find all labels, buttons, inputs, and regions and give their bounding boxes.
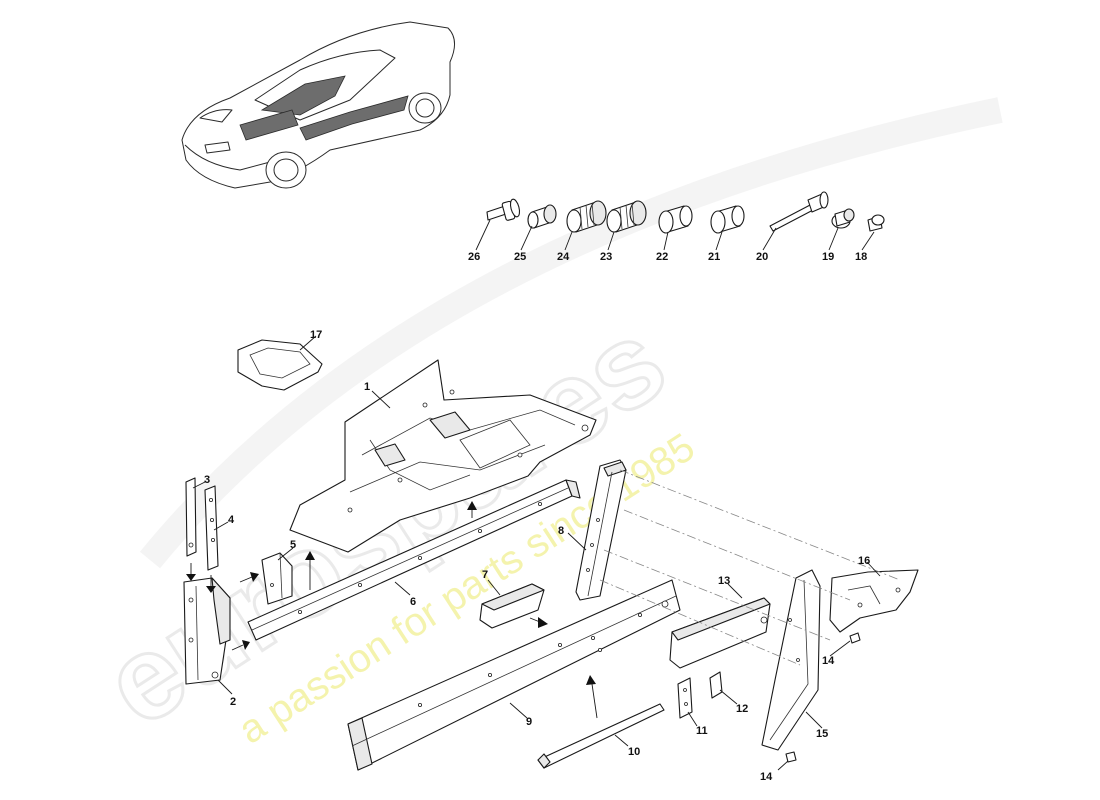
arrow-right-2 [231, 640, 250, 651]
alignment-lines [599, 469, 901, 666]
part-18-cap[interactable] [867, 214, 885, 232]
arrow-right-7 [529, 617, 548, 628]
assembly-arrows [186, 501, 598, 719]
callout-6: 6 [410, 596, 416, 608]
part-9-sill-beam[interactable] [347, 579, 681, 771]
arrow-up-1 [467, 501, 477, 518]
callout-18: 18 [855, 251, 867, 263]
part-17-bracket[interactable] [237, 339, 323, 391]
part-15-rear-pillar[interactable] [761, 569, 821, 751]
callout-15: 15 [816, 728, 828, 740]
callout-20: 20 [756, 251, 768, 263]
callout-4: 4 [228, 514, 235, 526]
callout-2: 2 [230, 696, 236, 708]
callout-16: 16 [858, 555, 870, 567]
leader-lines [192, 219, 881, 771]
fastener-row [486, 191, 885, 234]
callout-5: 5 [290, 539, 296, 551]
part-1-floor-pan[interactable] [289, 359, 597, 553]
part-12-clip[interactable] [709, 671, 723, 699]
part-3-strip[interactable] [185, 477, 197, 557]
part-13-rear-bracket[interactable] [669, 597, 771, 669]
callout-17: 17 [310, 329, 322, 341]
arrow-right-5 [239, 572, 259, 583]
callout-12: 12 [736, 703, 748, 715]
part-10-angle-strip[interactable] [537, 703, 665, 769]
arrow-up-10 [586, 675, 598, 719]
callout-labels: 1 2 3 4 5 6 7 8 9 10 11 12 13 14 14 15 1… [204, 251, 870, 783]
part-19-nut[interactable] [831, 208, 855, 229]
part-22-sleeve[interactable] [658, 205, 693, 234]
callout-1: 1 [364, 381, 370, 393]
callout-24: 24 [557, 251, 570, 263]
part-20-rivet[interactable] [769, 191, 829, 232]
callout-3: 3 [204, 474, 210, 486]
part-5-bracket[interactable] [261, 552, 293, 605]
callout-7: 7 [482, 569, 488, 581]
arrow-down-4 [206, 575, 216, 593]
callout-25: 25 [514, 251, 526, 263]
callout-19: 19 [822, 251, 834, 263]
part-4-strip[interactable] [204, 485, 219, 571]
part-2-pillar-bracket[interactable] [183, 577, 231, 685]
callout-13: 13 [718, 575, 730, 587]
part-21-sleeve[interactable] [710, 205, 745, 234]
vehicle-overview-illustration [181, 21, 455, 189]
callout-11: 11 [696, 725, 708, 737]
part-24-threaded-bush[interactable] [566, 200, 607, 233]
arrow-up-5 [305, 551, 315, 590]
part-7-bracket[interactable] [479, 583, 545, 629]
callout-23: 23 [600, 251, 612, 263]
part-14-screw-upper[interactable] [849, 632, 861, 644]
part-26-bolt[interactable] [486, 198, 521, 221]
part-6-sill-rail[interactable] [247, 479, 581, 641]
callout-26: 26 [468, 251, 480, 263]
part-16-hinge-bracket[interactable] [829, 569, 919, 633]
part-14-screw-lower[interactable] [785, 751, 797, 763]
callout-8: 8 [558, 525, 564, 537]
part-11-plate[interactable] [677, 677, 693, 719]
callout-22: 22 [656, 251, 668, 263]
callout-14-lower: 14 [760, 771, 773, 783]
callout-10: 10 [628, 746, 640, 758]
callout-21: 21 [708, 251, 720, 263]
part-8-b-pillar[interactable] [575, 459, 627, 601]
part-25-insert[interactable] [527, 204, 557, 229]
callout-9: 9 [526, 716, 532, 728]
arrow-down-3 [186, 563, 196, 581]
callout-14-upper: 14 [822, 655, 835, 667]
